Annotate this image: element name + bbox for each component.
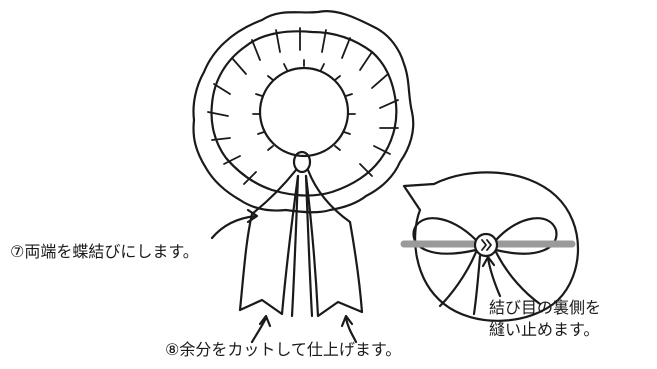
- step8-label: ⑧余分をカットして仕上げます。: [165, 340, 402, 359]
- step8-arrow-right: [344, 316, 358, 344]
- center-rays: [252, 59, 356, 151]
- rosette-inner-frill: [210, 30, 398, 197]
- detail-note-line2: 縫い止めます。: [489, 319, 600, 339]
- right-ribbon-tail: [304, 168, 364, 318]
- center-ribbon-tail: [290, 174, 314, 318]
- left-ribbon-tail: [238, 168, 300, 316]
- step7-arrow: [210, 214, 258, 240]
- detail-note: 結び目の裏側を 縫い止めます。: [489, 297, 601, 340]
- detail-arrow: [486, 256, 502, 298]
- rosette-center: [258, 66, 350, 158]
- stitch-marks: [481, 239, 492, 251]
- detail-bow: [412, 217, 558, 316]
- bow-knot: [292, 150, 312, 174]
- detail-callout-circle: [402, 171, 580, 322]
- step7-label: ⑦両端を蝶結びにします。: [10, 242, 199, 261]
- frill-pleats: [207, 27, 399, 185]
- detail-note-line1: 結び目の裏側を: [489, 298, 602, 317]
- step8-arrow-left: [250, 316, 268, 344]
- rosette-outer-frill: [192, 10, 415, 214]
